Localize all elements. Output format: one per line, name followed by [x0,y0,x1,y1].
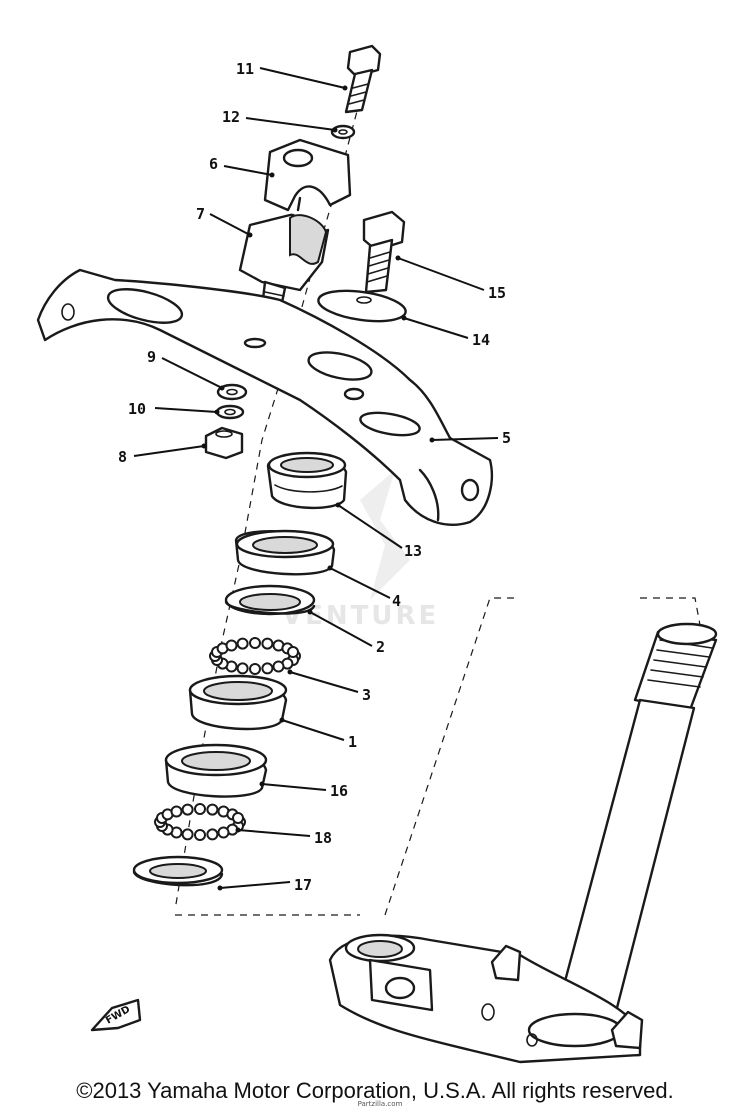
part-14-washer [317,289,407,323]
label-9: 9 [147,348,156,366]
label-5: 5 [502,429,511,447]
bearing-ball [236,637,249,650]
fwd-arrow: FWD [90,998,142,1032]
part-10-lockwasher [215,404,245,420]
bearing-ball [249,637,261,649]
bearing-ball [232,812,244,824]
bearing-ball [206,803,219,816]
part-12-washer [330,124,356,140]
bearing-ball [225,639,238,652]
label-10: 10 [128,400,146,418]
label-15: 15 [488,284,506,302]
label-16: 16 [330,782,348,800]
label-18: 18 [314,829,332,847]
bearing-ball [181,828,194,841]
part-17-race [132,855,224,887]
part-6-upper-holder [263,138,352,212]
label-8: 8 [118,448,127,466]
label-13: 13 [404,542,422,560]
part-2-race [224,584,316,616]
bearing-ball [170,805,183,818]
source-note: Partzilla.com [357,1100,403,1108]
part-11-bolt [344,44,382,114]
part-15-bolt [362,210,406,294]
bearing-ball [261,637,274,650]
label-7: 7 [196,205,205,223]
part-1-cup [188,674,288,731]
part-8-nut [204,426,244,460]
label-11: 11 [236,60,254,78]
label-2: 2 [376,638,385,656]
part-18-balls [154,803,246,841]
label-12: 12 [222,108,240,126]
part-3-balls [209,637,301,675]
steering-stem [328,622,718,1064]
bearing-ball [194,803,206,815]
bearing-ball [261,662,274,675]
bearing-ball [272,660,285,673]
label-1: 1 [348,733,357,751]
label-4: 4 [392,592,401,610]
copyright-notice: ©2013 Yamaha Motor Corporation, U.S.A. A… [76,1078,674,1103]
bearing-ball [249,663,261,675]
label-14: 14 [472,331,490,349]
bearing-ball [181,803,194,816]
callouts: 11 12 6 7 15 14 9 10 8 5 13 4 2 3 1 16 1 [118,60,511,894]
part-4-cover [234,529,336,576]
bearing-ball [194,829,206,841]
part-9-washer [216,383,248,401]
label-17: 17 [294,876,312,894]
part-5-crown [36,268,493,526]
label-3: 3 [362,686,371,704]
part-16-lowercup [164,743,268,798]
part-13-ringnut [266,451,348,510]
bearing-ball [206,828,219,841]
bearing-ball [287,646,299,658]
bearing-ball [236,662,249,675]
label-6: 6 [209,155,218,173]
bearing-ball [217,826,230,839]
